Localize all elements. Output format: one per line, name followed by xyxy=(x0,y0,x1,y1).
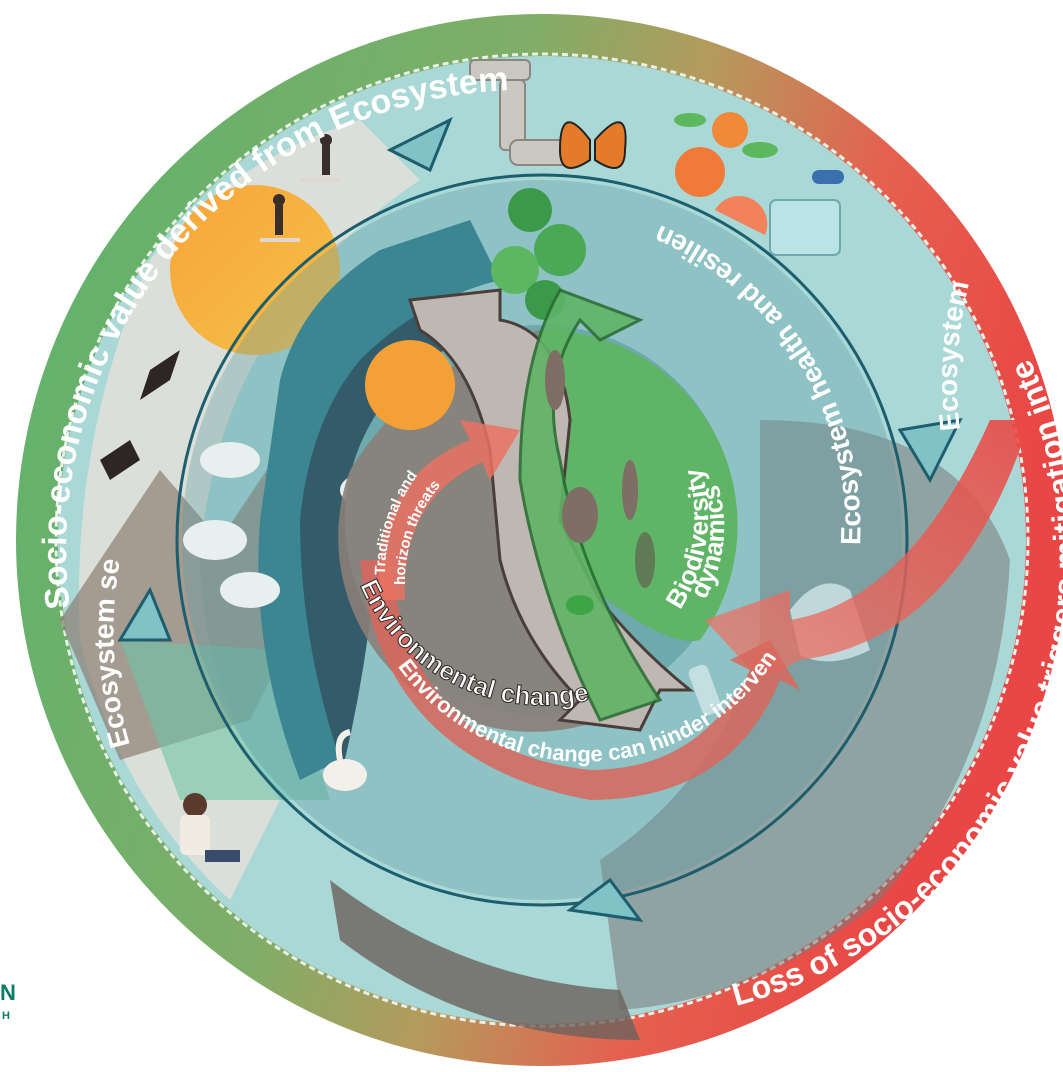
fish-icon xyxy=(545,350,655,588)
swan-icon xyxy=(323,729,367,791)
threats-arrow xyxy=(379,420,520,600)
logo-letter-bottom: H xyxy=(2,1010,10,1022)
bird-icon xyxy=(100,350,180,480)
butterfly-icon xyxy=(558,121,627,169)
cliff-edge xyxy=(258,220,500,780)
services-cycle-arrows xyxy=(117,116,963,922)
river-bottom xyxy=(330,880,640,1040)
logo-letter-top: N xyxy=(0,980,16,1005)
hinder-arrow xyxy=(360,560,800,800)
plastic-bottle-icon xyxy=(688,664,722,716)
medicine-icon xyxy=(769,170,844,256)
inner-sun-icon xyxy=(365,340,455,430)
sun-icon xyxy=(170,185,340,355)
paddleboarder-icon xyxy=(260,134,340,242)
orange-icon xyxy=(674,112,778,235)
frog-icon xyxy=(566,595,594,615)
interventions-arrow xyxy=(705,420,1030,680)
farmer-icon xyxy=(180,793,240,862)
health-ring xyxy=(175,173,909,907)
